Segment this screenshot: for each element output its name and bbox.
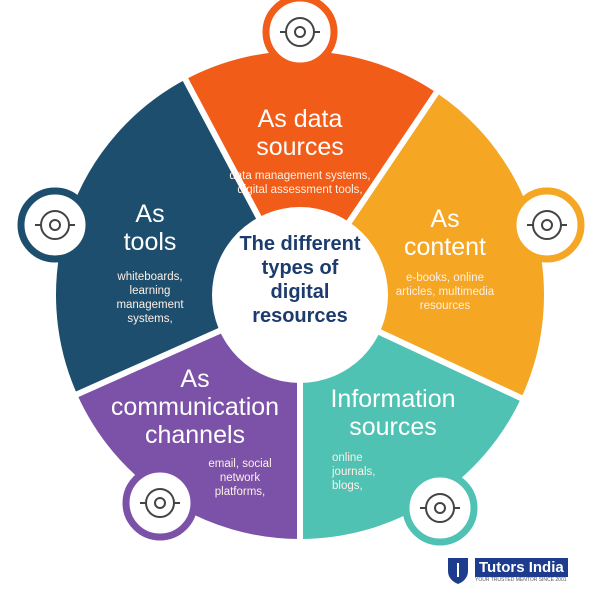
title-line: resources xyxy=(252,305,348,327)
heading-line: channels xyxy=(144,421,246,449)
item: online xyxy=(332,452,363,464)
heading-line: As xyxy=(135,200,165,228)
item: learning xyxy=(129,285,171,297)
document-lightbulb-icon xyxy=(509,187,585,263)
heading-line: As xyxy=(180,365,210,393)
segment-items: online journals, blogs, xyxy=(318,451,468,493)
item: e-books, online xyxy=(406,272,484,284)
gear-circuit-icon xyxy=(262,0,338,70)
center-circle xyxy=(212,207,388,383)
item: whiteboards, xyxy=(117,271,183,283)
heading-line: As data xyxy=(257,105,343,133)
shield-icon xyxy=(448,558,468,584)
item: email, social xyxy=(208,458,272,470)
heading-line: sources xyxy=(349,413,437,441)
heading-line: sources xyxy=(256,133,344,161)
logo-name: Tutors India xyxy=(475,557,568,577)
heading-line: Information xyxy=(330,385,456,413)
item: systems, xyxy=(127,313,173,325)
item: blogs, xyxy=(332,480,363,492)
heading-line: communication xyxy=(110,393,280,421)
item: journals, xyxy=(332,466,376,478)
segment-items: e-books, online articles, multimedia resou… xyxy=(385,271,505,313)
gears-icon xyxy=(17,187,93,263)
item: resources xyxy=(419,300,471,312)
heading-line: As xyxy=(430,205,460,233)
segment-items: email, social network platforms, xyxy=(195,457,285,499)
item: data management systems, xyxy=(229,170,371,182)
information-documents-icon xyxy=(402,470,478,546)
heading-line: tools xyxy=(123,228,177,256)
item: platforms, xyxy=(214,486,266,498)
title-line: The different xyxy=(239,233,361,255)
item: management xyxy=(116,299,184,311)
item: articles, multimedia xyxy=(395,286,495,298)
logo-tagline: YOUR TRUSTED MENTOR SINCE 2001 xyxy=(475,576,567,583)
segment-items: data management systems, digital assessme… xyxy=(200,169,400,197)
heading-line: content xyxy=(403,233,486,261)
center-title: The different types of digital resources xyxy=(215,232,385,328)
title-line: types of xyxy=(261,257,339,279)
item: digital assessment tools, xyxy=(237,184,363,196)
tutors-india-logo: Tutors India YOUR TRUSTED MENTOR SINCE 2… xyxy=(445,555,568,585)
item: network xyxy=(219,472,261,484)
segment-items: whiteboards, learning management systems, xyxy=(95,270,205,326)
title-line: digital xyxy=(270,281,330,303)
communication-network-icon xyxy=(122,465,198,541)
